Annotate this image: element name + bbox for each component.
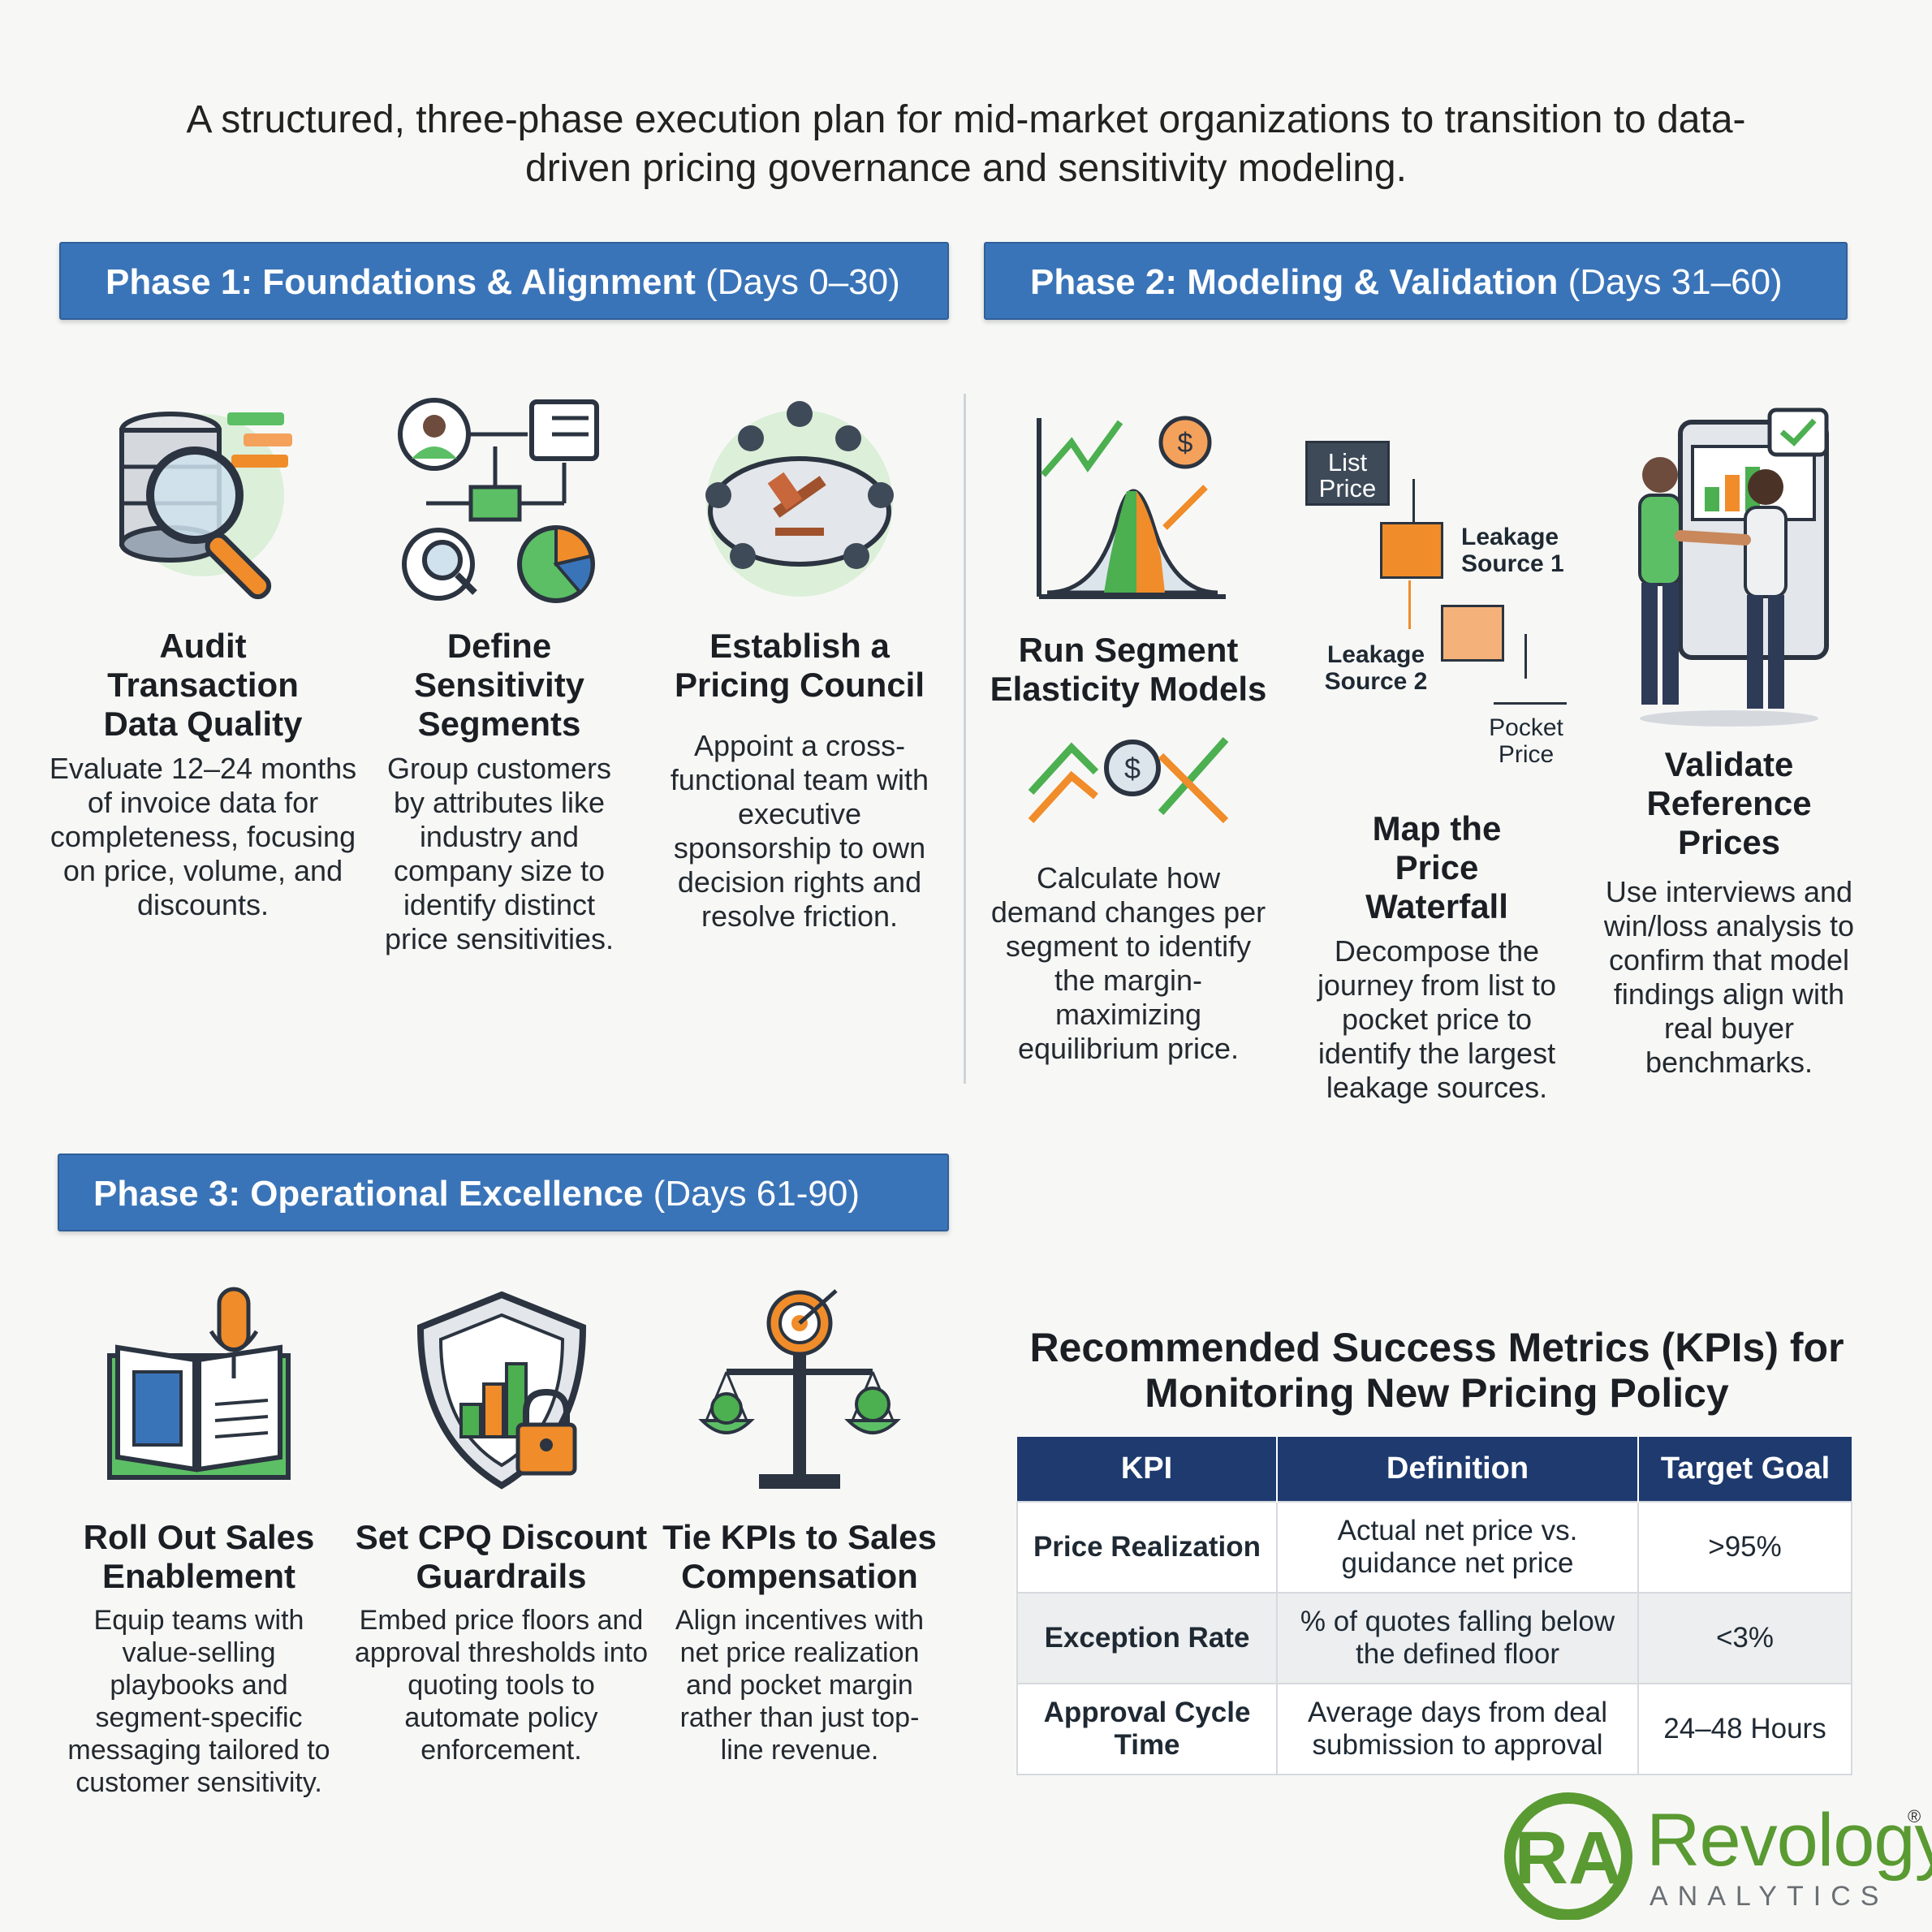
card-desc: Calculate how demand changes per segment… <box>990 861 1266 1065</box>
kpi-title: Recommended Success Metrics (KPIs) for M… <box>1029 1325 1844 1416</box>
phase2-days: (Days 31–60) <box>1568 262 1783 302</box>
kpi-target: <3% <box>1637 1592 1852 1684</box>
svg-text:$: $ <box>1178 428 1193 459</box>
card-desc: Align incentives with net price realizat… <box>675 1605 925 1766</box>
kpi-header: Target Goal <box>1638 1437 1852 1502</box>
logo-registered: ® <box>1908 1806 1921 1826</box>
card-desc: Decompose the journey from list to pocke… <box>1317 934 1557 1104</box>
phase3-title: Phase 3: Operational Excellence <box>93 1174 644 1214</box>
waterfall-pocket-line <box>1494 702 1567 705</box>
card-kpi-compensation: Tie KPIs to Sales Compensation Align inc… <box>662 1283 938 1766</box>
kpi-target: 24–48 Hours <box>1637 1683 1852 1775</box>
kpi-name: Approval Cycle Time <box>1016 1683 1278 1775</box>
kpi-name: Price Realization <box>1016 1501 1278 1593</box>
elasticity-curve-icon: $ <box>1037 416 1226 599</box>
waterfall-pocket-label: Pocket Price <box>1489 714 1563 768</box>
kpi-header-row: KPI Definition Target Goal <box>1017 1437 1852 1502</box>
kpi-name: Exception Rate <box>1016 1592 1278 1684</box>
card-title: Establish a Pricing Council <box>674 627 925 704</box>
card-desc: Use interviews and win/loss analysis to … <box>1603 875 1855 1079</box>
card-title: Set CPQ Discount Guardrails <box>355 1518 648 1595</box>
card-title: Define Sensitivity Segments <box>413 627 585 743</box>
card-price-waterfall: List Price Leakage Source 1 Leakage Sour… <box>1299 434 1575 1105</box>
kpi-header: KPI <box>1017 1437 1278 1502</box>
phase1-header: Phase 1: Foundations & Alignment (Days 0… <box>59 242 949 320</box>
waterfall-list-price: List Price <box>1305 441 1390 506</box>
card-sales-enablement: Roll Out Sales Enablement Equip teams wi… <box>57 1283 341 1799</box>
phase3-header: Phase 3: Operational Excellence (Days 61… <box>58 1154 949 1231</box>
card-elasticity: $ Run Segment Elasticity Models $ Calcul… <box>986 410 1270 1066</box>
phase-divider <box>964 394 966 1084</box>
phase1-days: (Days 0–30) <box>705 262 900 302</box>
svg-text:$: $ <box>1124 752 1141 785</box>
phase3-days: (Days 61-90) <box>653 1174 860 1214</box>
card-pricing-council: Establish a Pricing Council Appoint a cr… <box>666 390 934 934</box>
kpi-header: Definition <box>1277 1437 1639 1502</box>
phase1-title: Phase 1: Foundations & Alignment <box>106 262 696 302</box>
card-title: Validate Reference Prices <box>1646 745 1812 861</box>
handshake-icon <box>1638 408 1829 727</box>
phase2-header: Phase 2: Modeling & Validation (Days 31–… <box>984 242 1848 320</box>
ra-logo-mark: RA <box>1504 1792 1632 1920</box>
waterfall-connector <box>1412 479 1415 544</box>
card-desc: Evaluate 12–24 months of invoice data fo… <box>49 752 357 921</box>
card-define-segments: Define Sensitivity Segments Group custom… <box>369 390 629 956</box>
waterfall-connector <box>1524 634 1527 679</box>
table-row: Exception Rate % of quotes falling below… <box>1016 1592 1852 1684</box>
table-row: Approval Cycle Time Average days from de… <box>1016 1683 1852 1775</box>
card-title: Tie KPIs to Sales Compensation <box>662 1518 937 1595</box>
table-row: Price Realization Actual net price vs. g… <box>1016 1501 1852 1593</box>
card-reference-prices: Validate Reference Prices Use interviews… <box>1591 398 1867 1080</box>
playbook-microphone-icon <box>107 1287 291 1480</box>
intro-text: A structured, three-phase execution plan… <box>186 98 1746 190</box>
card-desc: Appoint a cross-functional team with exe… <box>670 729 929 933</box>
kpi-definition: % of quotes falling below the defined fl… <box>1276 1592 1639 1684</box>
card-desc: Group customers by attributes like indus… <box>384 752 615 955</box>
elasticity-arrows-icon: $ <box>1028 737 1229 824</box>
council-table-gavel-icon <box>705 401 894 597</box>
waterfall-leakage2-bar <box>1441 605 1504 662</box>
card-desc: Embed price floors and approval threshol… <box>354 1605 648 1766</box>
kpi-target: >95% <box>1637 1501 1852 1593</box>
waterfall-leakage1-bar <box>1380 522 1443 579</box>
phase2-title: Phase 2: Modeling & Validation <box>1030 262 1559 302</box>
card-title: Roll Out Sales Enablement <box>83 1518 315 1595</box>
card-desc: Equip teams with value-selling playbooks… <box>67 1605 330 1798</box>
revology-logo: RA Revology ANALYTICS ® <box>1502 1790 1932 1920</box>
card-title: Map the Price Waterfall <box>1365 809 1508 925</box>
shield-lock-icon <box>416 1291 586 1490</box>
waterfall-leakage1-label: Leakage Source 1 <box>1461 524 1564 577</box>
kpi-definition: Actual net price vs. guidance net price <box>1276 1501 1639 1593</box>
database-magnifier-icon <box>119 412 292 600</box>
logo-sub: ANALYTICS <box>1650 1881 1889 1912</box>
logo-mark-text: RA <box>1515 1817 1623 1900</box>
card-title: Audit Transaction Data Quality <box>103 627 303 743</box>
price-waterfall-icon: List Price Leakage Source 1 Leakage Sour… <box>1299 434 1575 775</box>
card-title: Run Segment Elasticity Models <box>990 631 1267 708</box>
segmentation-flow-icon <box>398 398 599 603</box>
scale-target-icon <box>698 1289 901 1489</box>
waterfall-connector <box>1408 580 1411 629</box>
waterfall-leakage2-label: Leakage Source 2 <box>1324 641 1428 695</box>
card-audit-data: Audit Transaction Data Quality Evaluate … <box>49 390 357 922</box>
kpi-definition: Average days from deal submission to app… <box>1276 1683 1639 1775</box>
kpi-table: KPI Definition Target Goal Price Realiza… <box>1016 1437 1852 1775</box>
logo-word: Revology <box>1646 1799 1932 1882</box>
card-cpq-guardrails: Set CPQ Discount Guardrails Embed price … <box>353 1283 649 1766</box>
